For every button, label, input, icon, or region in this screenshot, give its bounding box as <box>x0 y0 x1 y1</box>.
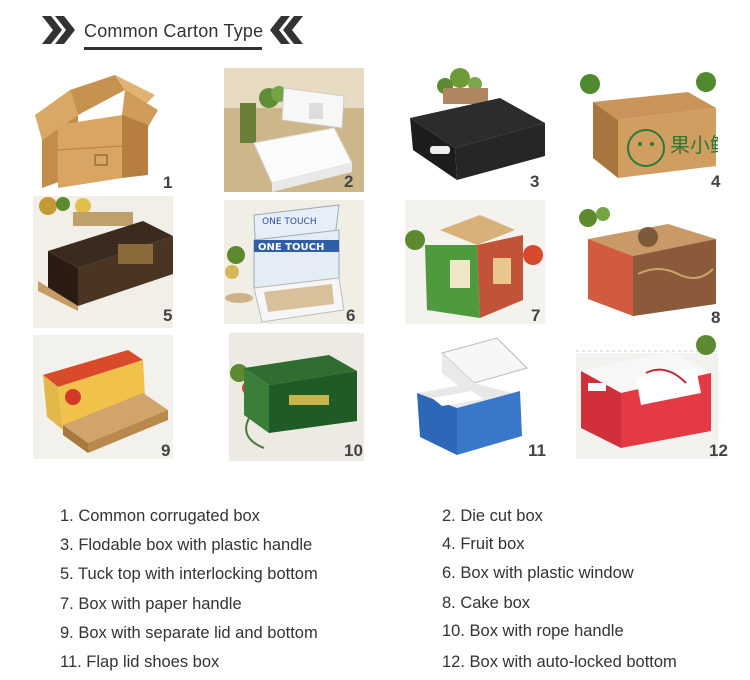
item-number: 9 <box>161 441 171 460</box>
window-box-photo: ONE TOUCH ONE TOUCH <box>224 200 364 324</box>
window-box-brand-top: ONE TOUCH <box>262 217 317 227</box>
paper-handle-box-photo <box>405 200 545 324</box>
carton-item-7: 7 <box>405 200 585 325</box>
caption-10: 10. Box with rope handle <box>442 622 624 640</box>
item-number: 2 <box>344 172 354 191</box>
fruit-box-photo: 果小鲜 <box>580 72 718 178</box>
lid-bottom-box-photo <box>33 335 173 459</box>
caption-2: 2. Die cut box <box>442 507 543 525</box>
carton-item-4: 果小鲜 4 <box>578 70 750 195</box>
corrugated-box-photo <box>35 75 158 188</box>
carton-item-5: 5 <box>33 196 213 328</box>
section-header: Common Carton Type <box>42 12 312 52</box>
caption-9: 9. Box with separate lid and bottom <box>60 624 318 642</box>
carton-item-9: 9 <box>33 335 213 460</box>
auto-lock-box-photo <box>576 333 718 459</box>
caption-11: 11. Flap lid shoes box <box>60 653 220 671</box>
item-number: 7 <box>531 306 541 325</box>
double-chevron-left-icon <box>270 16 303 44</box>
caption-7: 7. Box with paper handle <box>60 595 242 613</box>
caption-4: 4. Fruit box <box>442 535 525 553</box>
caption-3: 3. Flodable box with plastic handle <box>60 536 313 554</box>
caption-12: 12. Box with auto-locked bottom <box>442 653 677 671</box>
caption-8: 8. Cake box <box>442 594 531 612</box>
caption-1: 1. Common corrugated box <box>60 507 260 525</box>
window-box-brand: ONE TOUCH <box>258 242 324 253</box>
item-number: 3 <box>530 172 540 191</box>
carton-item-2: 2 <box>224 68 404 193</box>
item-number: 4 <box>711 172 721 191</box>
item-number: 11 <box>528 441 546 460</box>
carton-item-12: 12 <box>576 333 750 460</box>
cake-box-photo <box>579 207 716 316</box>
carton-item-6: ONE TOUCH ONE TOUCH 6 <box>224 200 404 325</box>
carton-item-10: 10 <box>229 333 409 461</box>
fruit-box-brand: 果小鲜 <box>670 133 718 157</box>
black-handle-box-photo <box>410 68 545 180</box>
double-chevron-right-icon <box>42 16 75 44</box>
item-number: 12 <box>709 441 728 460</box>
carton-item-1: 1 <box>30 70 210 195</box>
caption-5: 5. Tuck top with interlocking bottom <box>60 565 318 583</box>
carton-item-3: 3 <box>405 68 585 193</box>
tuck-top-box-photo <box>33 196 173 328</box>
item-number: 10 <box>344 441 363 460</box>
carton-item-8: 8 <box>578 204 750 329</box>
die-cut-box-photo <box>224 68 364 192</box>
item-number: 1 <box>163 173 173 192</box>
caption-6: 6. Box with plastic window <box>442 564 634 582</box>
item-number: 6 <box>346 306 356 325</box>
shoes-box-photo <box>417 337 528 455</box>
page-title: Common Carton Type <box>84 21 264 41</box>
rope-handle-box-photo <box>229 333 364 461</box>
title-underline <box>84 47 262 50</box>
carton-item-11: 11 <box>412 333 592 460</box>
item-number: 5 <box>163 306 173 325</box>
item-number: 8 <box>711 308 721 327</box>
